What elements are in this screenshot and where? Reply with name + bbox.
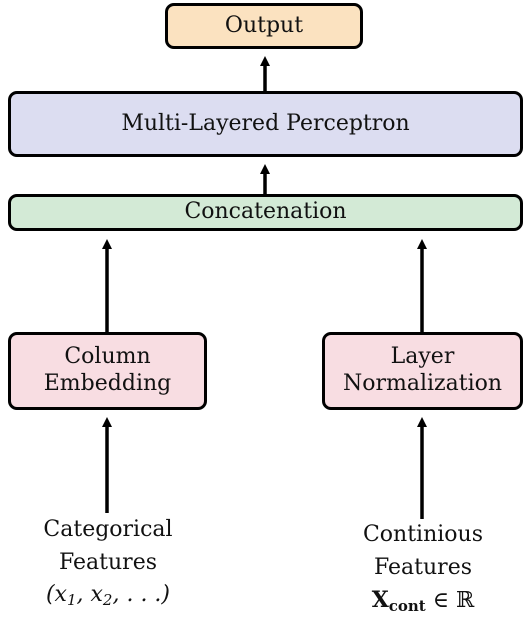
categorical-features-math: (x1, x2, . . .) (18, 579, 198, 612)
column-embedding-label: Column Embedding (43, 344, 172, 396)
continuous-features-input: Continious Features Xcont ∈ ℝ (333, 519, 513, 618)
continuous-features-line1: Continious (362, 522, 484, 547)
continuous-math-rendered: Xcont (371, 587, 426, 616)
continuous-features-math: Xcont ∈ ℝ (333, 584, 513, 618)
concatenation-label: Concatenation (184, 199, 347, 225)
concatenation-node: Concatenation (8, 194, 523, 231)
element-of-symbol: ∈ ℝ (432, 588, 475, 614)
mlp-label: Multi-Layered Perceptron (121, 110, 410, 136)
categorical-math-rendered: (x1, x2, . . .) (45, 582, 171, 610)
categorical-features-input: Categorical Features (x1, x2, . . .) (18, 514, 198, 612)
output-node: Output (165, 3, 363, 49)
categorical-features-line2: Features (58, 549, 158, 575)
layer-normalization-node: Layer Normalization (322, 332, 523, 410)
output-label: Output (224, 12, 304, 38)
categorical-features-line1: Categorical (43, 517, 173, 542)
layer-normalization-label: Layer Normalization (342, 344, 503, 396)
column-embedding-node: Column Embedding (8, 332, 207, 410)
mlp-node: Multi-Layered Perceptron (8, 91, 523, 157)
continuous-features-line2: Features (373, 554, 473, 580)
